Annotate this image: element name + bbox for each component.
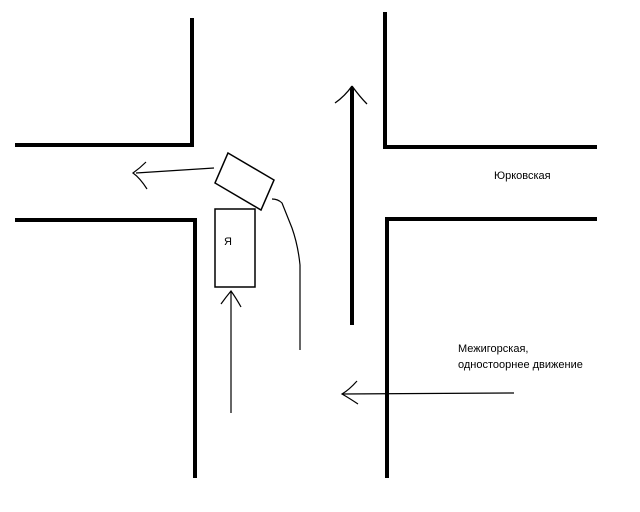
street-label-yurkovskaya: Юрковская [494, 170, 551, 182]
other-car [214, 151, 275, 212]
street-label-mezhigorskaya-line2: одностоорнее движение [458, 359, 583, 371]
my-car: Я [214, 208, 256, 288]
road-edge-top-right [383, 12, 597, 149]
my-car-label: Я [224, 236, 232, 248]
road-edge-top-left [15, 18, 194, 147]
road-edges [15, 12, 597, 478]
road-edge-bottom-right [385, 217, 597, 478]
one-way-arrow [334, 85, 368, 325]
other-car-path-arrow [131, 161, 301, 350]
my-car-path-arrow [220, 290, 242, 413]
street-label-mezhigorskaya-line1: Межигорская, [458, 343, 528, 355]
road-edge-bottom-left [15, 218, 197, 478]
westbound-arrow [340, 380, 515, 405]
